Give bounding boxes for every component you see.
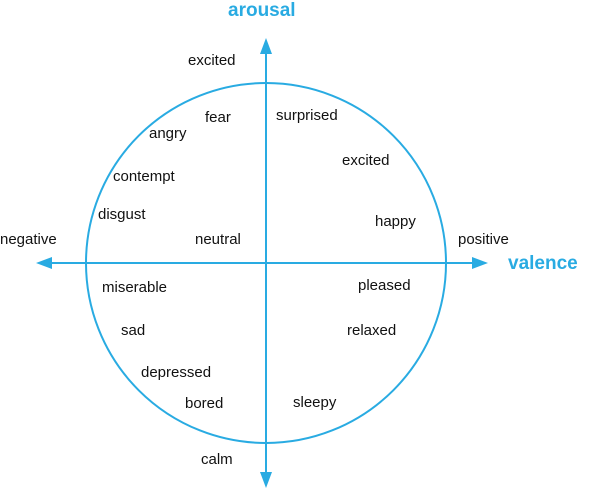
emotion-disgust: disgust: [98, 206, 146, 223]
emotion-fear: fear: [205, 109, 231, 126]
emotion-bored: bored: [185, 395, 224, 412]
valence-arrowhead-left: [36, 257, 52, 269]
emotion-contempt: contempt: [113, 168, 175, 185]
emotion-depressed: depressed: [141, 364, 212, 381]
emotion-miserable: miserable: [102, 279, 168, 296]
arousal-arrowhead-bottom: [260, 472, 272, 488]
emotion-neutral: neutral: [195, 231, 241, 248]
valence-arrowhead-right: [472, 257, 488, 269]
arousal-arrowhead-top: [260, 38, 272, 54]
bottom-end-label: calm: [201, 451, 233, 468]
positive-end-label: positive: [458, 231, 509, 248]
emotion-sleepy: sleepy: [293, 394, 337, 411]
negative-end-label: negative: [0, 231, 57, 248]
emotion-relaxed: relaxed: [347, 322, 397, 339]
arousal-axis-title: arousal: [228, 0, 296, 21]
top-end-label: excited: [188, 52, 236, 69]
emotion-happy: happy: [375, 213, 416, 230]
valence-axis-title: valence: [508, 253, 578, 274]
emotion-sad: sad: [121, 322, 146, 339]
emotion-surprised: surprised: [276, 107, 338, 124]
emotion-pleased: pleased: [358, 277, 411, 294]
emotion-angry: angry: [149, 125, 187, 142]
emotion-excited: excited: [342, 152, 390, 169]
